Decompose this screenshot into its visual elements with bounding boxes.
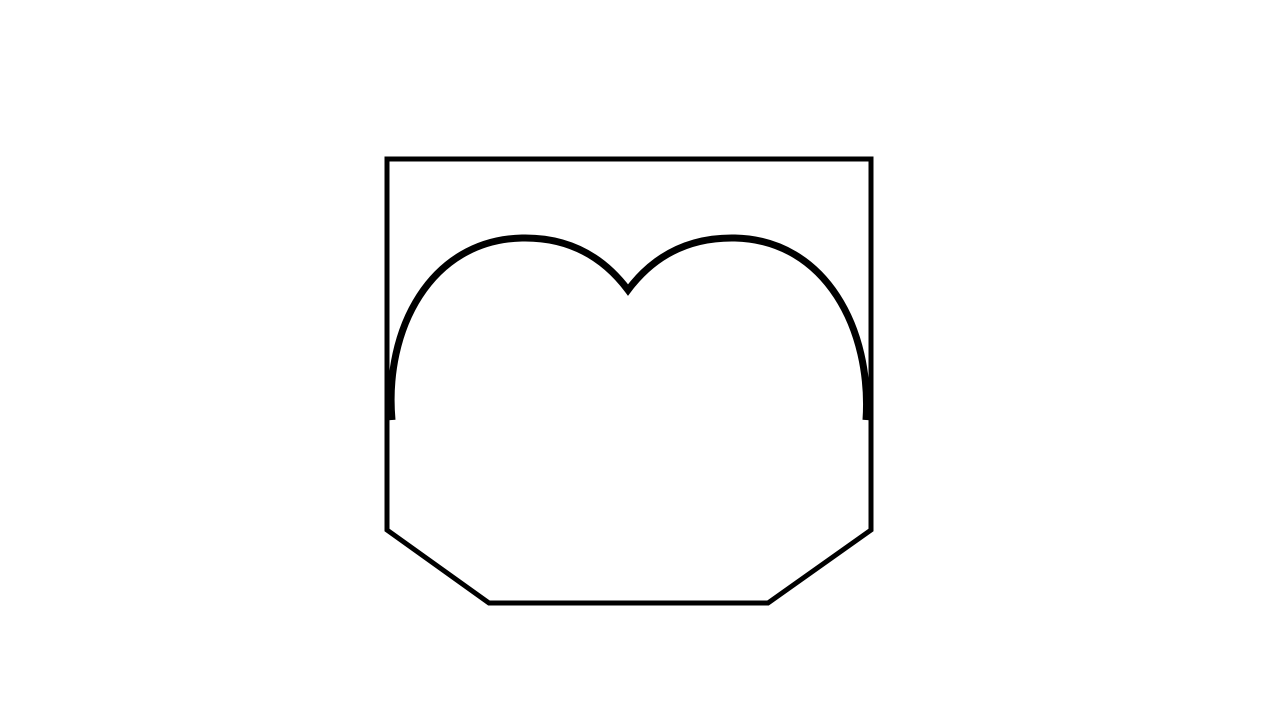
outer-frame (384, 156, 874, 606)
double-arch (387, 234, 871, 421)
